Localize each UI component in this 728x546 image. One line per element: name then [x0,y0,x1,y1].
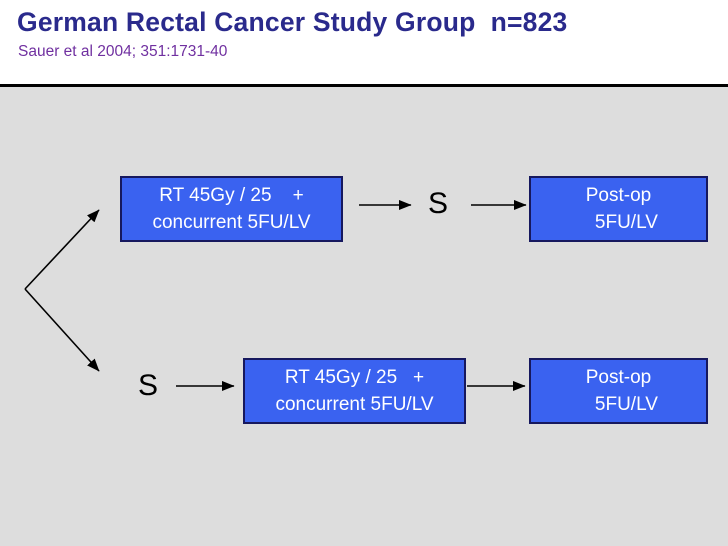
citation-subtitle: Sauer et al 2004; 351:1731-40 [18,43,228,60]
header-divider [0,84,728,87]
node-line-1: Post-op [585,367,652,388]
node-rt-chemoradiation-postop: RT 45Gy / 25 + concurrent 5FU/LV [243,358,466,424]
node-line-2: 5FU/LV [579,394,658,415]
slide-header: German Rectal Cancer Study Group n=823 S… [0,0,728,87]
node-line-1: RT 45Gy / 25 + [284,367,425,388]
page-title: German Rectal Cancer Study Group n=823 [17,7,568,37]
node-line-2: concurrent 5FU/LV [275,394,434,415]
node-postop-chemo-bottom: Post-op 5FU/LV [529,358,708,424]
node-surgery-bottom: S [138,369,159,402]
diagram-canvas [0,87,728,546]
node-rt-chemoradiation-preop: RT 45Gy / 25 + concurrent 5FU/LV [120,176,343,242]
node-line-1: RT 45Gy / 25 + [159,185,304,206]
node-line-2: concurrent 5FU/LV [152,212,311,233]
node-line-1: Post-op [585,185,652,206]
node-surgery-top: S [428,187,449,220]
node-line-2: 5FU/LV [579,212,658,233]
node-postop-chemo-top: Post-op 5FU/LV [529,176,708,242]
